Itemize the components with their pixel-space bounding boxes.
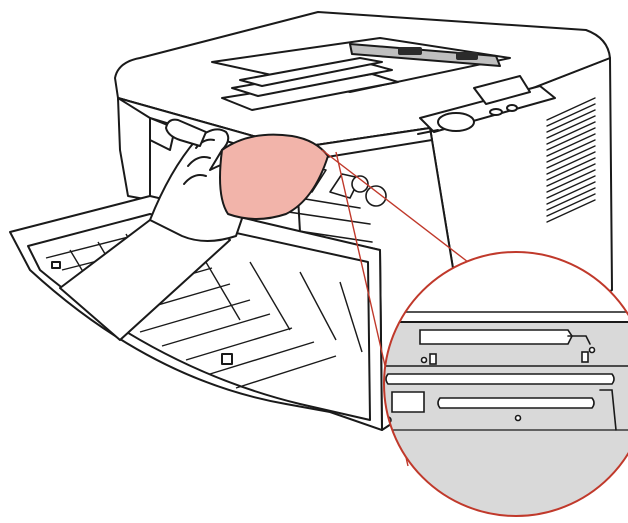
cleaning-cloth [219, 133, 329, 220]
cover-hinge-tab [51, 261, 61, 269]
cover-label-slot [221, 353, 233, 365]
magnified-callout [321, 149, 628, 517]
side-vent-grille [546, 97, 596, 223]
lcd-display [473, 75, 531, 105]
magnifier-circle-outline [383, 251, 628, 517]
callout-leader-line [321, 149, 469, 263]
rear-rollers [398, 47, 478, 60]
control-button [506, 104, 518, 112]
hand-thumb [165, 118, 207, 147]
control-button-bar [417, 129, 439, 135]
magnified-detail [384, 311, 628, 516]
hand-fingers [183, 138, 215, 185]
output-tray-leaf [239, 57, 383, 87]
hand-wiping [59, 118, 329, 341]
rear-paper-guide [349, 43, 501, 67]
control-dial [437, 112, 475, 132]
control-button [489, 108, 503, 116]
